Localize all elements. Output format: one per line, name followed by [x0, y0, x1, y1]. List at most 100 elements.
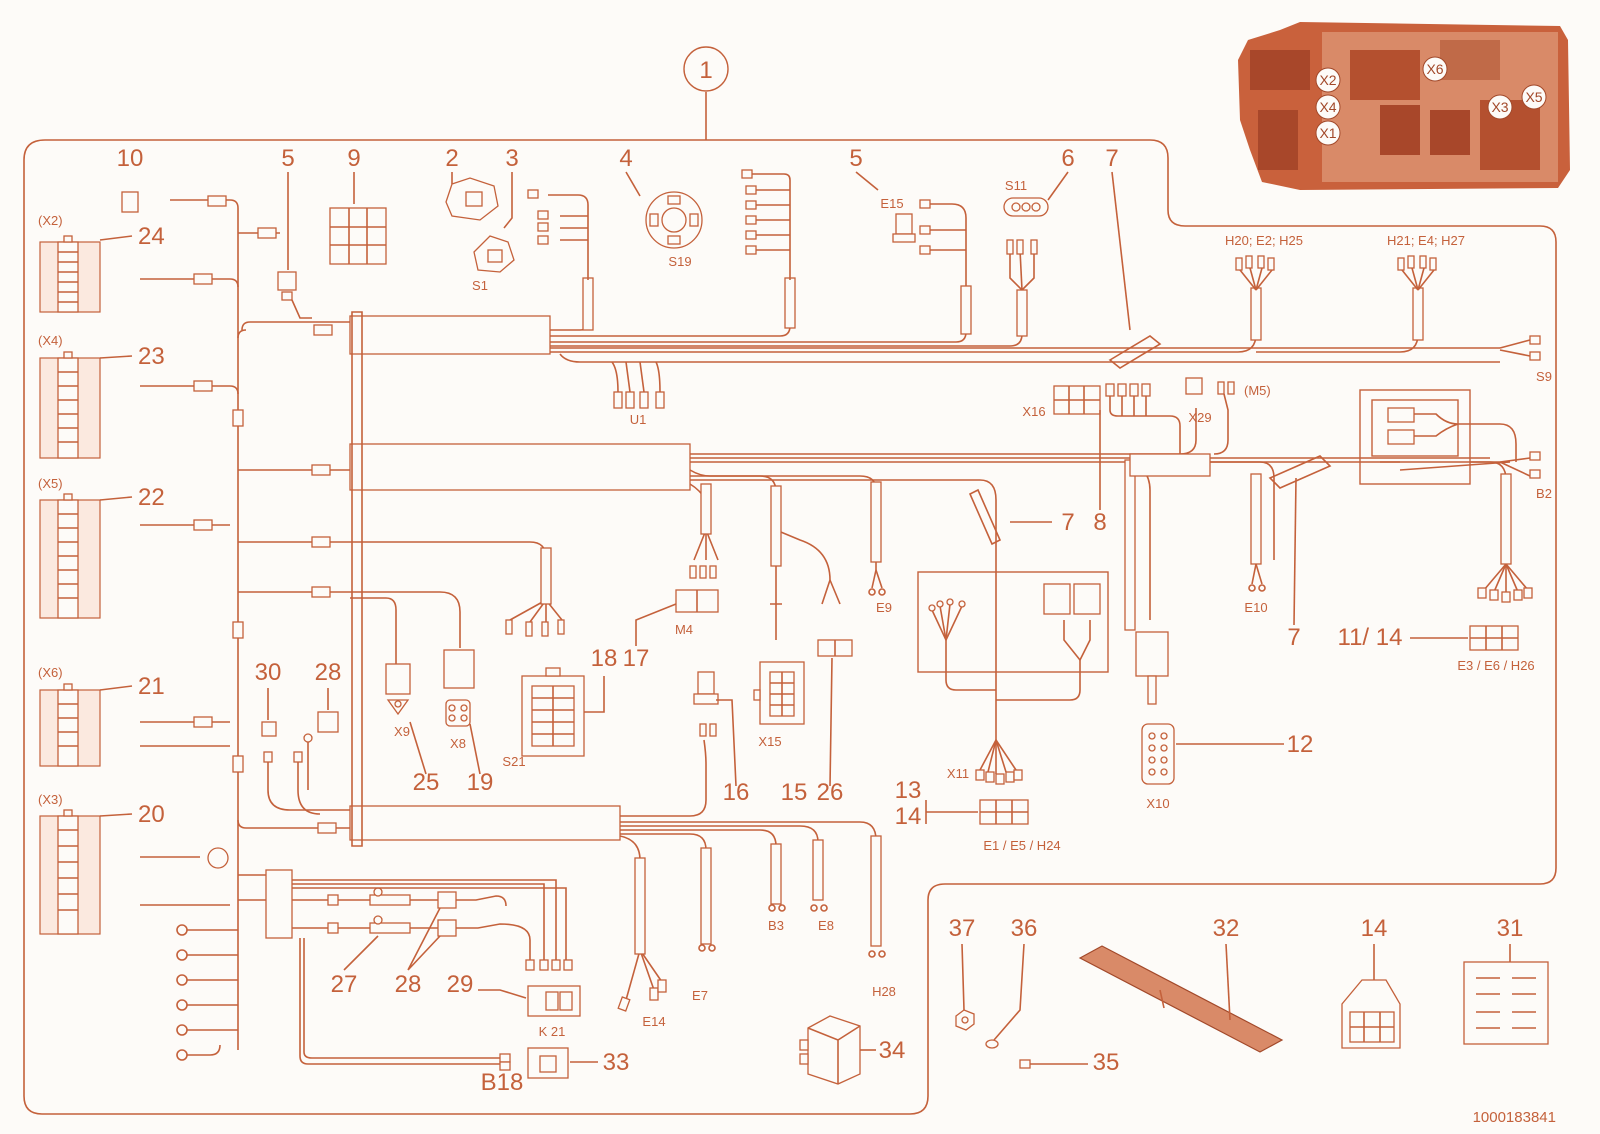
- callout-2: 2: [445, 145, 458, 172]
- module-x10-adapter: [1135, 631, 1169, 705]
- sensor-b18: [527, 1047, 569, 1079]
- leader-18: [584, 676, 605, 713]
- connector-m4: [675, 565, 719, 613]
- label-sheet-31: [1463, 961, 1549, 1045]
- callout-36: 36: [1011, 915, 1038, 942]
- callout-37: 37: [949, 915, 976, 942]
- lower-tube-bundles: [634, 835, 882, 955]
- u1-terminals: [613, 391, 665, 409]
- left-trunk-wires: [140, 199, 350, 1050]
- u1-wires: [611, 361, 661, 393]
- callout-3: 3: [505, 145, 518, 172]
- callout-15: 15: [781, 779, 808, 806]
- label-b2: B2: [1536, 486, 1552, 501]
- relay-k21: [527, 985, 581, 1017]
- x16-wires: [1109, 396, 1181, 454]
- label-x4: (X4): [38, 333, 63, 348]
- upper-branch-wires: [548, 173, 1035, 291]
- leader-29: [478, 989, 527, 999]
- label-h28: H28: [872, 984, 896, 999]
- label-x3: (X3): [38, 792, 63, 807]
- x16-terminals: [1105, 383, 1151, 397]
- s21-branch-wires: [350, 541, 563, 623]
- part-number: 1000183841: [1473, 1109, 1556, 1126]
- label-e8: E8: [818, 918, 834, 933]
- leader-16: [716, 699, 737, 787]
- label-k21: K 21: [539, 1024, 566, 1039]
- label-e1: E1 / E5 / H24: [983, 838, 1060, 853]
- callout-23: 23: [138, 343, 165, 370]
- callout-1-circle: [683, 46, 729, 92]
- callout-33: 33: [603, 1049, 630, 1076]
- callout-25: 25: [413, 769, 440, 796]
- photo-label-x1: X1: [1319, 125, 1336, 141]
- callout-24: 24: [138, 223, 165, 250]
- label-u1: U1: [630, 412, 647, 427]
- connector-16: [693, 671, 719, 737]
- harness-frame-outline: [23, 139, 1557, 1115]
- leader-28-lower: [407, 907, 441, 971]
- connector-s21: [521, 667, 585, 757]
- callout-32: 32: [1213, 915, 1240, 942]
- callout-14-mid: 14: [895, 803, 922, 830]
- photo-label-x5: X5: [1525, 89, 1542, 105]
- small-terminals-top: [527, 169, 1038, 255]
- b2-terminals: [1529, 451, 1541, 479]
- left-callout-leaders: [99, 235, 133, 817]
- connector-x6: [39, 683, 101, 767]
- connector-s11: [1003, 197, 1049, 217]
- control-module-photo: X2 X4 X1 X6 X3 X5: [1238, 22, 1570, 190]
- h20-bulb-wires: [1239, 267, 1273, 291]
- connector-e3: [1469, 625, 1519, 651]
- callout-27: 27: [331, 971, 358, 998]
- x11-connectors: [928, 583, 1101, 785]
- callout-16: 16: [723, 779, 750, 806]
- connector-housing-14: [1341, 979, 1401, 1049]
- x11-wires: [931, 530, 1091, 774]
- label-x9: X9: [394, 724, 410, 739]
- connector-s19: [645, 191, 703, 249]
- callout-31: 31: [1497, 915, 1524, 942]
- callout-19: 19: [467, 769, 494, 796]
- switch-2: [445, 177, 499, 221]
- label-x8: X8: [450, 736, 466, 751]
- callout-14-bottom: 14: [1361, 915, 1388, 942]
- callout-20: 20: [138, 801, 165, 828]
- adhesive-strip-32: [1078, 945, 1284, 1053]
- callout-7-right: 7: [1287, 624, 1300, 651]
- washer-36: [985, 1039, 999, 1049]
- relay-34: [799, 1015, 861, 1085]
- screw-35: [1019, 1059, 1088, 1069]
- label-e3: E3 / E6 / H26: [1457, 658, 1534, 673]
- h21-bulb-wires: [1401, 267, 1435, 291]
- callout-7-top: 7: [1105, 145, 1118, 172]
- left-connectors: [39, 235, 101, 935]
- lower-terminals: [698, 904, 886, 958]
- harness-clip-7-mid: [968, 488, 1002, 546]
- callout-12: 12: [1287, 731, 1314, 758]
- label-x11: X11: [947, 766, 969, 781]
- e9-e10-terminals: [868, 563, 1266, 596]
- connector-x3: [39, 809, 101, 935]
- callout-30: 30: [255, 659, 282, 686]
- callout-17: 17: [623, 645, 650, 672]
- callout-1: 1: [699, 57, 712, 84]
- label-s11: S11: [1005, 178, 1027, 193]
- label-s19: S19: [668, 254, 691, 269]
- callout-6: 6: [1061, 145, 1074, 172]
- callout-7-mid: 7: [1061, 509, 1074, 536]
- leader-7-right: [1293, 477, 1297, 626]
- connector-x10: [1141, 723, 1175, 785]
- leader-26: [829, 657, 833, 787]
- callout-18: 18: [591, 645, 618, 672]
- label-s1: S1: [472, 278, 488, 293]
- m5-wire: [1213, 393, 1229, 455]
- label-x5: (X5): [38, 476, 63, 491]
- label-s21: S21: [502, 754, 525, 769]
- m5-terminals: [1217, 381, 1235, 395]
- left-trunk-splices: [193, 195, 337, 869]
- connector-x4: [39, 351, 101, 459]
- relay-28-upper: [317, 711, 339, 733]
- callout-11-14: 11/ 14: [1338, 624, 1403, 651]
